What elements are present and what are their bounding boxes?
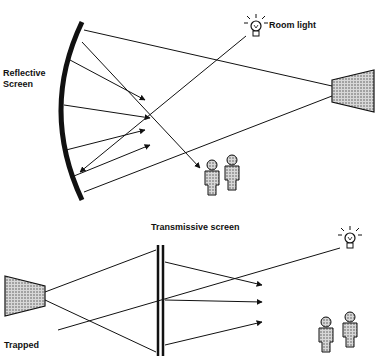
viewer [319,317,333,352]
room-light-bulb [338,226,362,248]
projector [332,70,374,112]
screen-label: Transmissive screen [150,222,241,233]
light-label: Room light [268,20,317,31]
viewer [343,312,357,347]
room-light-bulb [244,14,268,36]
trapped-label: Trapped [3,340,40,351]
screen-label: Reflective Screen [2,68,52,90]
reflective-screen [61,22,82,200]
projector [5,276,45,316]
viewer [205,160,219,195]
viewer [225,155,239,190]
